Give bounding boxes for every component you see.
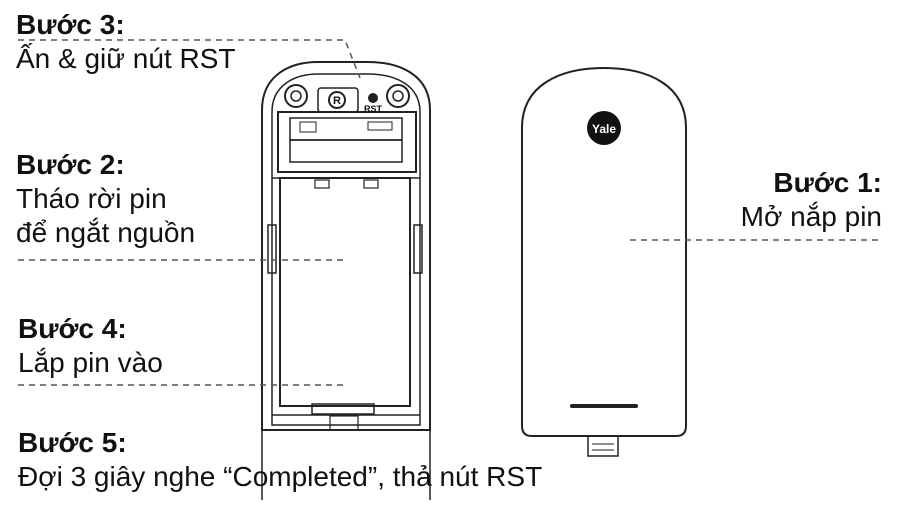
- step-1-label: Bước 1: Mở nắp pin: [741, 166, 882, 234]
- svg-text:Yale: Yale: [592, 122, 616, 136]
- battery-cover: [521, 66, 687, 457]
- step-5-title: Bước 5:: [18, 427, 127, 458]
- step-4-desc: Lắp pin vào: [18, 347, 163, 378]
- step-3-title: Bước 3:: [16, 9, 125, 40]
- step-3-label: Bước 3: Ấn & giữ nút RST: [16, 8, 236, 76]
- step-2-desc-1: Tháo rời pin: [16, 183, 167, 214]
- step-5-desc: Đợi 3 giây nghe “Completed”, thả nút RST: [18, 461, 543, 492]
- rst-reset-icon: R: [333, 95, 341, 107]
- yale-logo: Yale: [587, 111, 621, 145]
- rst-label: RST: [364, 104, 383, 114]
- step-2-desc-2: để ngắt nguồn: [16, 217, 196, 248]
- step-4-title: Bước 4:: [18, 313, 127, 344]
- step-5-label: Bước 5: Đợi 3 giây nghe “Completed”, thả…: [18, 426, 542, 494]
- step-4-label: Bước 4: Lắp pin vào: [18, 312, 163, 380]
- lock-body-open: [261, 61, 431, 500]
- step-1-title: Bước 1:: [773, 167, 882, 198]
- step-1-desc: Mở nắp pin: [740, 201, 882, 232]
- step-2-title: Bước 2:: [16, 149, 125, 180]
- leader-step-3: [18, 39, 361, 79]
- step-2-label: Bước 2: Tháo rời pin để ngắt nguồn: [16, 148, 195, 250]
- leader-lines: [18, 39, 882, 386]
- step-3-desc: Ấn & giữ nút RST: [16, 43, 236, 74]
